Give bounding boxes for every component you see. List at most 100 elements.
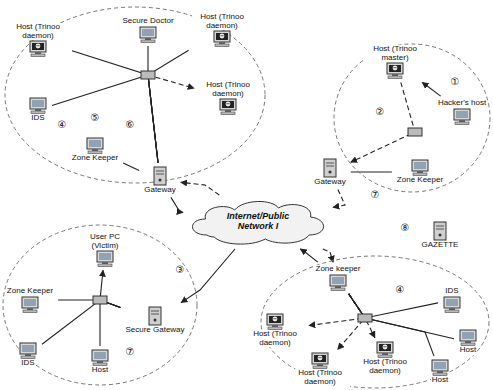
callout-number: ①: [451, 77, 460, 87]
network-link: [351, 171, 392, 172]
computer-icon: [430, 359, 450, 376]
network-device: Host (Trinoo daemon): [196, 80, 260, 117]
device-label: Gateway: [143, 186, 177, 195]
network-device: Host: [428, 358, 452, 386]
device-label: IDS: [20, 359, 35, 368]
device-label: Host: [431, 376, 449, 385]
device-label: Host (Trinoo daemon): [192, 13, 252, 31]
daemon-host-icon: [385, 62, 405, 79]
switch-hub: [141, 71, 155, 79]
switch-hub: [358, 314, 372, 322]
daemon-host-icon: [212, 30, 232, 47]
network-device: Zone keeper: [313, 264, 364, 292]
computer-icon: [90, 349, 110, 366]
network-device: IDS: [26, 96, 50, 124]
network-device: Secure Doctor: [119, 16, 176, 44]
callout-number: ④: [396, 285, 405, 295]
attack-flow-arrow: [333, 189, 345, 207]
network-link: [181, 249, 235, 303]
daemon-host-icon: [28, 40, 48, 57]
zone-outline: [261, 256, 489, 388]
attack-flow-arrow: [309, 294, 365, 326]
network-link: [52, 75, 158, 163]
network-device: Zone Keeper: [394, 158, 446, 186]
network-link: [349, 294, 454, 339]
network-device: Host (Trinoo daemon): [353, 340, 417, 377]
device-label: Gateway: [313, 178, 347, 187]
network-link: [100, 300, 120, 346]
network-device: Hacker's host: [435, 98, 489, 126]
device-label: Host (Trinoo daemon): [198, 81, 258, 99]
callout-number: ④: [58, 120, 67, 130]
zone-outline: [3, 225, 197, 385]
device-label: IDS: [30, 114, 45, 123]
computer-icon: [138, 26, 158, 43]
server-icon: [148, 306, 162, 326]
network-device: Host (Trinoo daemon): [6, 22, 70, 59]
callout-number: ③: [176, 265, 185, 275]
zone-outline: [334, 44, 490, 192]
network-device: Zone Keeper: [69, 136, 121, 164]
attack-flow-arrow: [349, 294, 375, 338]
network-link: [300, 249, 318, 262]
network-device: Host: [456, 328, 480, 356]
network-device: Gateway: [311, 157, 349, 188]
device-label: GAZETTE: [421, 241, 460, 250]
network-link: [422, 82, 441, 96]
device-label: Host (Trinoo daemon): [355, 358, 415, 376]
daemon-host-icon: [265, 313, 285, 330]
device-label: Host: [91, 366, 109, 375]
computer-icon: [95, 250, 115, 267]
network-link: [349, 294, 434, 356]
attack-flow-arrow: [323, 249, 333, 262]
network-link: [171, 197, 183, 212]
device-label: IDS: [444, 287, 459, 296]
network-label: Internet/Public Network I: [207, 212, 309, 232]
computer-icon: [18, 342, 38, 359]
network-cloud: Internet/Public Network I: [185, 197, 331, 247]
attack-flow-arrow: [148, 75, 194, 163]
computer-icon: [458, 329, 478, 346]
network-device: IDS: [16, 341, 40, 369]
daemon-host-icon: [310, 352, 330, 369]
daemon-host-icon: [218, 98, 238, 115]
callout-number: ⑥: [126, 120, 135, 130]
attack-flow-arrow: [181, 182, 220, 195]
attack-flow-arrow: [351, 82, 415, 162]
device-label: Host (Trinoo master): [365, 45, 425, 63]
network-link: [72, 51, 158, 163]
device-label: Host (Trinoo daemon): [8, 23, 68, 41]
device-label: Hacker's host: [437, 99, 487, 108]
switch-hub: [408, 128, 422, 136]
network-device: Host (Trinoo daemon): [288, 351, 352, 388]
computer-icon: [20, 296, 40, 313]
server-icon: [323, 158, 337, 178]
network-device: Zone Keeper: [4, 286, 56, 314]
computer-icon: [328, 274, 348, 291]
server-icon: [153, 166, 167, 186]
computer-icon: [452, 108, 472, 125]
network-device: Host (Trinoo master): [363, 44, 427, 81]
device-label: User PC (Victim): [84, 233, 126, 251]
network-device: Secure Gateway: [122, 305, 187, 336]
computer-icon: [410, 159, 430, 176]
computer-icon: [442, 296, 462, 313]
callout-number: ⑤: [91, 113, 100, 123]
callout-number: ⑦: [126, 347, 135, 357]
network-link: [148, 50, 189, 162]
network-device: IDS: [440, 286, 464, 314]
device-label: Zone Keeper: [6, 287, 54, 296]
device-label: Zone Keeper: [71, 154, 119, 163]
device-label: Zone Keeper: [396, 176, 444, 185]
device-label: Zone keeper: [315, 265, 362, 274]
computer-icon: [85, 137, 105, 154]
network-device: Host: [88, 348, 112, 376]
zone-outline: [5, 7, 265, 183]
switch-hub: [93, 296, 107, 304]
network-device: Host (Trinoo daemon): [243, 312, 307, 349]
device-label: Host (Trinoo daemon): [245, 330, 305, 348]
callout-number: ⑦: [371, 190, 380, 200]
computer-icon: [28, 97, 48, 114]
device-label: Host (Trinoo daemon): [290, 369, 350, 387]
device-label: Secure Doctor: [121, 17, 174, 26]
